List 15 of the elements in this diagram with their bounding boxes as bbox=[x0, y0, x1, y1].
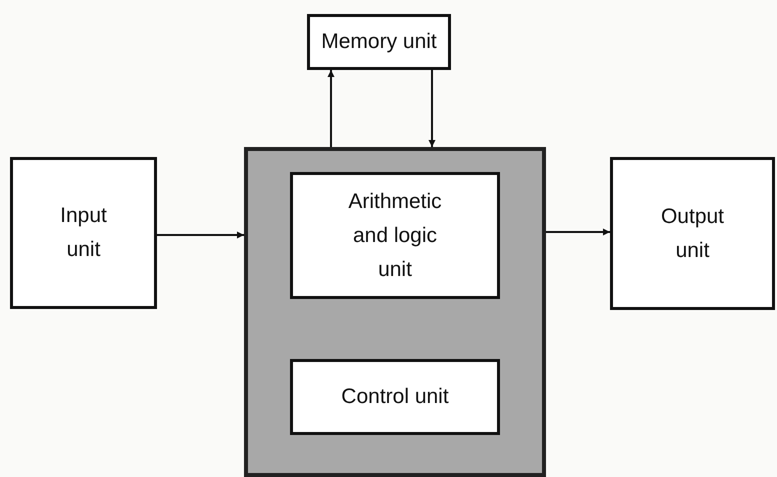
unit-label: Arithmetic and logic unit bbox=[347, 188, 443, 282]
unit-box bbox=[290, 172, 500, 299]
unit-box bbox=[10, 157, 157, 309]
unit-box bbox=[290, 359, 500, 435]
arrow bbox=[328, 70, 334, 147]
arrow bbox=[157, 232, 244, 238]
unit-box bbox=[610, 157, 775, 310]
arrow bbox=[428, 70, 436, 147]
unit-box bbox=[307, 14, 451, 70]
arrow bbox=[546, 228, 610, 236]
unit-label: Memory unit bbox=[321, 29, 437, 55]
cpu-box bbox=[244, 147, 546, 477]
unit-label: Input unit bbox=[59, 203, 108, 263]
unit-label: Output unit bbox=[660, 204, 726, 264]
unit-label: Control unit bbox=[341, 384, 449, 410]
